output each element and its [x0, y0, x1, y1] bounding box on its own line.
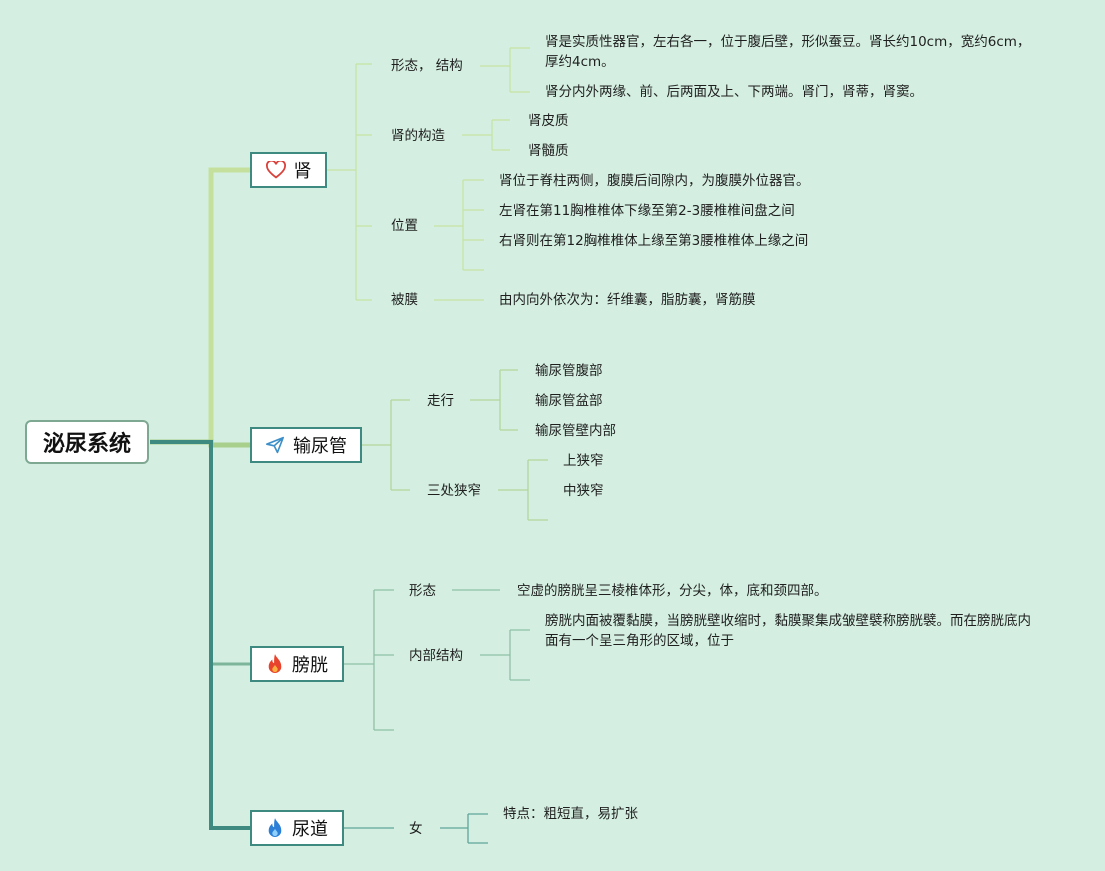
- urethra-title: 尿道: [292, 819, 328, 840]
- kidney-shape-2[interactable]: 肾分内外两缘、前、后两面及上、下两端。肾门，肾蒂，肾窦。: [545, 84, 923, 100]
- bladder-shape-label[interactable]: 形态: [409, 583, 436, 599]
- ureter-title: 输尿管: [293, 436, 347, 457]
- ureter-topic[interactable]: 输尿管: [250, 427, 362, 463]
- bladder-inner-1[interactable]: 膀胱内面被覆黏膜，当膀胱壁收缩时，黏膜聚集成皱壁襞称膀胱襞。而在膀胱底内面有一个…: [545, 613, 1031, 649]
- kidney-medulla[interactable]: 肾髓质: [528, 143, 569, 159]
- kidney-structure-label[interactable]: 肾的构造: [391, 128, 445, 144]
- ureter-course-label[interactable]: 走行: [427, 393, 454, 409]
- kidney-title: 肾: [293, 161, 312, 182]
- ureter-narrow-2[interactable]: 中狭窄: [563, 483, 604, 499]
- urethra-female-label[interactable]: 女: [409, 821, 423, 837]
- trunk-to-urethra: [150, 440, 250, 830]
- kidney-position-3[interactable]: 右肾则在第12胸椎椎体上缘至第3腰椎椎体上缘之间: [499, 233, 809, 249]
- kidney-shape-label[interactable]: 形态， 结构: [391, 58, 463, 74]
- kidney-topic[interactable]: 肾: [250, 152, 327, 188]
- kidney-membrane-1[interactable]: 由内向外依次为：纤维囊，脂肪囊，肾筋膜: [499, 292, 756, 308]
- kidney-position-label[interactable]: 位置: [391, 218, 418, 234]
- urethra-female-1[interactable]: 特点：粗短直，易扩张: [503, 806, 638, 822]
- ureter-course-3[interactable]: 输尿管壁内部: [535, 423, 616, 439]
- bladder-inner-label[interactable]: 内部结构: [409, 648, 463, 664]
- bladder-shape-1[interactable]: 空虚的膀胱呈三棱椎体形，分尖，体，底和颈四部。: [517, 583, 828, 599]
- kidney-position-2[interactable]: 左肾在第11胸椎椎体下缘至第2-3腰椎椎间盘之间: [499, 203, 795, 219]
- flame-icon: [268, 654, 282, 673]
- kidney-membrane-label[interactable]: 被膜: [391, 292, 418, 308]
- water-flame-icon: [268, 818, 282, 837]
- heart-icon: [265, 161, 286, 179]
- ureter-narrow-label[interactable]: 三处狭窄: [427, 483, 481, 499]
- ureter-narrow-1[interactable]: 上狭窄: [563, 453, 604, 469]
- bladder-title: 膀胱: [292, 655, 328, 676]
- trunk-to-kidney: [150, 167, 250, 445]
- root-topic[interactable]: 泌尿系统: [25, 420, 149, 464]
- urethra-topic[interactable]: 尿道: [250, 810, 344, 846]
- paper-plane-icon: [266, 436, 284, 454]
- ureter-course-2[interactable]: 输尿管盆部: [535, 393, 603, 409]
- kidney-shape-1[interactable]: 肾是实质性器官，左右各一，位于腹后壁，形似蚕豆。肾长约10cm，宽约6cm，厚约…: [545, 34, 1031, 70]
- kidney-cortex[interactable]: 肾皮质: [528, 113, 569, 129]
- ureter-course-1[interactable]: 输尿管腹部: [535, 363, 603, 379]
- bladder-topic[interactable]: 膀胱: [250, 646, 344, 682]
- kidney-position-1[interactable]: 肾位于脊柱两侧，腹膜后间隙内，为腹膜外位器官。: [499, 173, 810, 189]
- trunk-to-bladder: [209, 442, 250, 666]
